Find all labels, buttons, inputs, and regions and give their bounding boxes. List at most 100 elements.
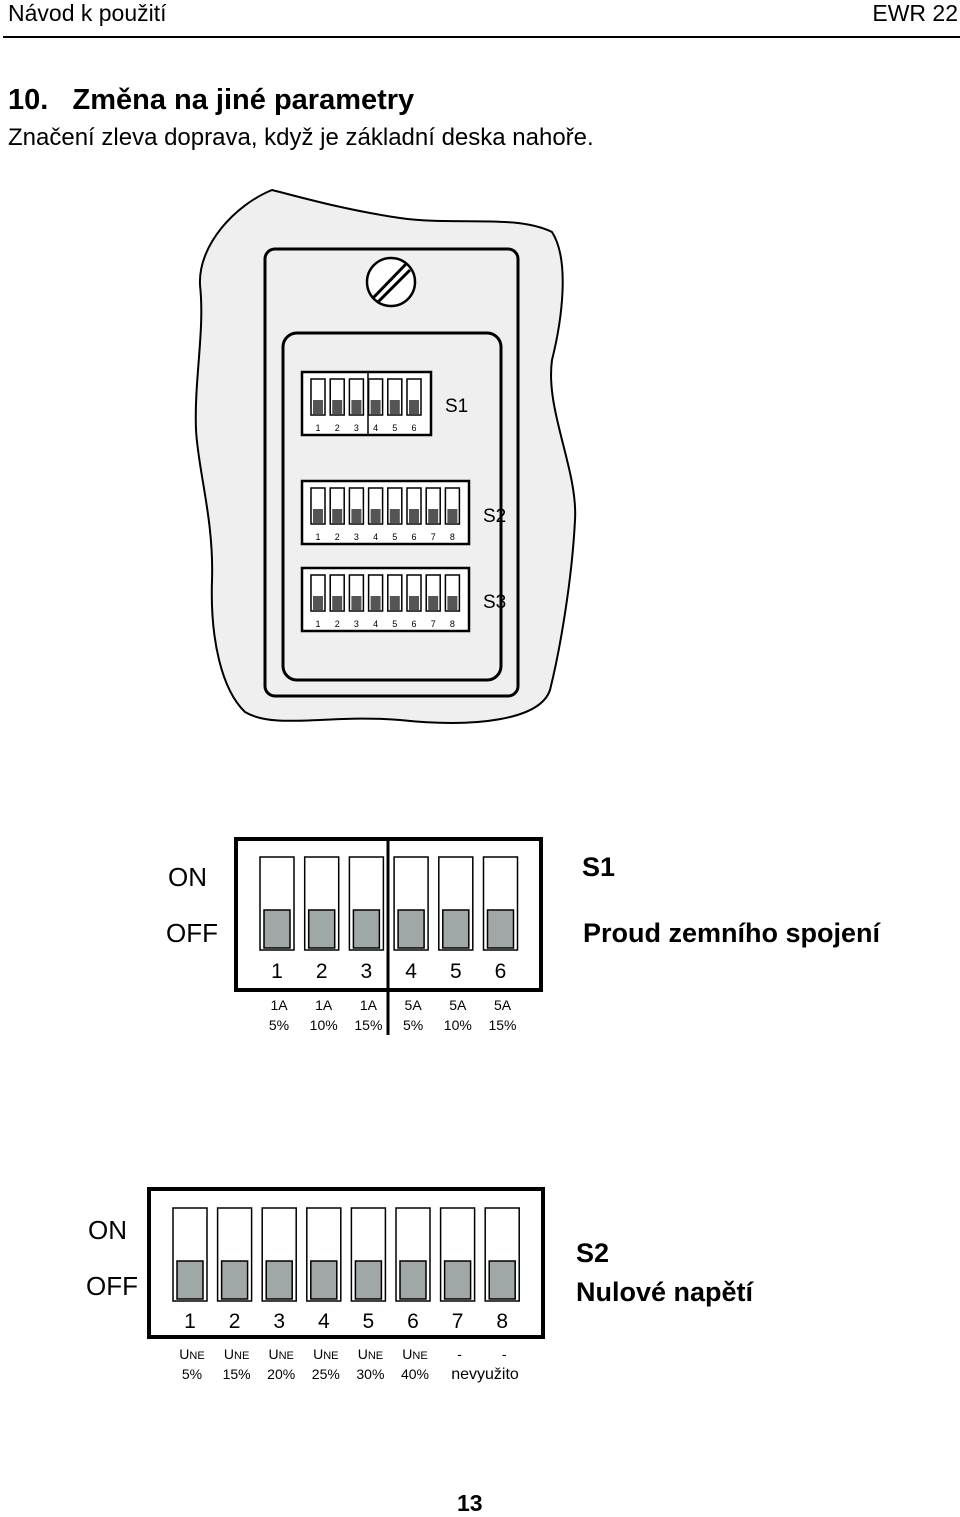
board-switch-number: 8 [450, 619, 455, 629]
s1-switch-lever [307, 909, 336, 949]
s2-switch-lever [220, 1260, 249, 1300]
s2-switch-voltage: UNE [224, 1346, 249, 1362]
s2-switch-lever [488, 1260, 516, 1300]
board-switch-lever [332, 400, 343, 414]
board-switch-lever [370, 596, 381, 610]
s1-heading: S1 [582, 852, 616, 882]
s1-switch-number: 6 [495, 960, 507, 983]
board-switch-number: 1 [315, 619, 320, 629]
s2-switch-number: 4 [318, 1310, 330, 1333]
s2-switch-voltage-sub: NE [189, 1350, 204, 1362]
board-switch-number: 1 [315, 423, 320, 433]
board-switch-number: 4 [373, 423, 378, 433]
s1-switch-lever [397, 909, 425, 949]
board-switch-number: 6 [411, 423, 416, 433]
board-switch-lever [409, 596, 419, 610]
board-switch-number: 1 [315, 532, 320, 542]
s2-housing [147, 1187, 545, 1339]
board-switch-lever [389, 400, 400, 414]
s1-switch-current: 1A [315, 997, 333, 1013]
s1-switch-lever [442, 909, 470, 949]
board-switch-lever [428, 596, 439, 610]
s1-switch-current: 1A [270, 997, 288, 1013]
s2-switch-percent: 5% [182, 1366, 202, 1382]
s2-switch-lever [310, 1260, 338, 1300]
s2-switch-voltage: - [502, 1346, 507, 1362]
board-switch-lever [351, 596, 362, 610]
s2-switch-voltage-sub: NE [279, 1350, 294, 1362]
board-switch-lever [351, 400, 362, 414]
s1-switch: 3 1A 15% [348, 856, 385, 1033]
s2-switch-voltage: - [457, 1346, 462, 1362]
board-switch-lever [351, 509, 362, 523]
s1-switch-number: 2 [316, 960, 328, 983]
board-switch-number: 2 [335, 619, 340, 629]
board-switch-lever [313, 509, 323, 523]
s2-switch-number: 7 [452, 1310, 464, 1333]
s1-on-label: ON [168, 862, 207, 892]
header-manual-title: Návod k použití [8, 0, 167, 26]
s2-switch-voltage-sub: NE [412, 1350, 427, 1362]
board-switch-number: 2 [335, 532, 340, 542]
s1-switch-percent: 15% [354, 1017, 382, 1033]
s2-switch-voltage: UNE [358, 1346, 383, 1362]
s2-switch-voltage: UNE [402, 1346, 427, 1362]
s2-switch-voltage-main: U [402, 1346, 412, 1362]
s2-switch-voltage-sub: NE [323, 1350, 338, 1362]
board-switch-number: 3 [354, 423, 359, 433]
s1-off-label: OFF [166, 918, 218, 948]
s2-switch-percent: 15% [223, 1366, 251, 1382]
s2-switch-lever [399, 1260, 427, 1300]
board-switch-number: 3 [354, 532, 359, 542]
board-switch-number: 7 [431, 619, 436, 629]
board-switch-number: 5 [392, 532, 397, 542]
board-switch-number: 8 [450, 532, 455, 542]
s2-on-label: ON [88, 1215, 127, 1245]
s1-switch-percent: 5% [269, 1017, 289, 1033]
page-number: 13 [457, 1490, 483, 1516]
s2-switch-voltage-sub: NE [234, 1350, 249, 1362]
header-divider [3, 36, 960, 38]
board-switch-lever [409, 400, 419, 414]
s2-switch-number: 3 [273, 1310, 285, 1333]
s1-switch-current: 5A [449, 997, 467, 1013]
s2-switch-number: 8 [496, 1310, 508, 1333]
s1-switch-number: 3 [361, 960, 373, 983]
s1-description: Proud zemního spojení [583, 918, 881, 948]
s1-switch-current: 1A [360, 997, 378, 1013]
board-block-label: S1 [445, 396, 468, 417]
s2-switch-percent: 20% [267, 1366, 295, 1382]
s2-switch-voltage-main: U [268, 1346, 278, 1362]
s2-description: Nulové napětí [576, 1277, 754, 1307]
board-switch-number: 6 [411, 532, 416, 542]
board-switch-number: 6 [411, 619, 416, 629]
s2-switch-lever [354, 1260, 383, 1300]
s2-switch-voltage: UNE [179, 1346, 204, 1362]
s2-switch-number: 5 [363, 1310, 375, 1333]
board-switch-lever [389, 509, 400, 523]
section-subtitle: Značení zleva doprava, když je základní … [8, 124, 594, 151]
board-switch-lever [332, 596, 343, 610]
s2-switch-number: 1 [184, 1310, 196, 1333]
s2-switch: 7- [439, 1207, 476, 1362]
s1-switch-number: 1 [271, 960, 283, 983]
header-device-model: EWR 22 [872, 0, 958, 26]
board-switch-lever [332, 509, 343, 523]
board-switch-lever [370, 509, 381, 523]
board-switch-number: 7 [431, 532, 436, 542]
s2-off-label: OFF [86, 1271, 138, 1301]
board-switch-number: 5 [392, 619, 397, 629]
s1-switch-current: 5A [494, 997, 512, 1013]
s2-switch-percent: 30% [356, 1366, 384, 1382]
s2-switch-lever [443, 1260, 472, 1300]
